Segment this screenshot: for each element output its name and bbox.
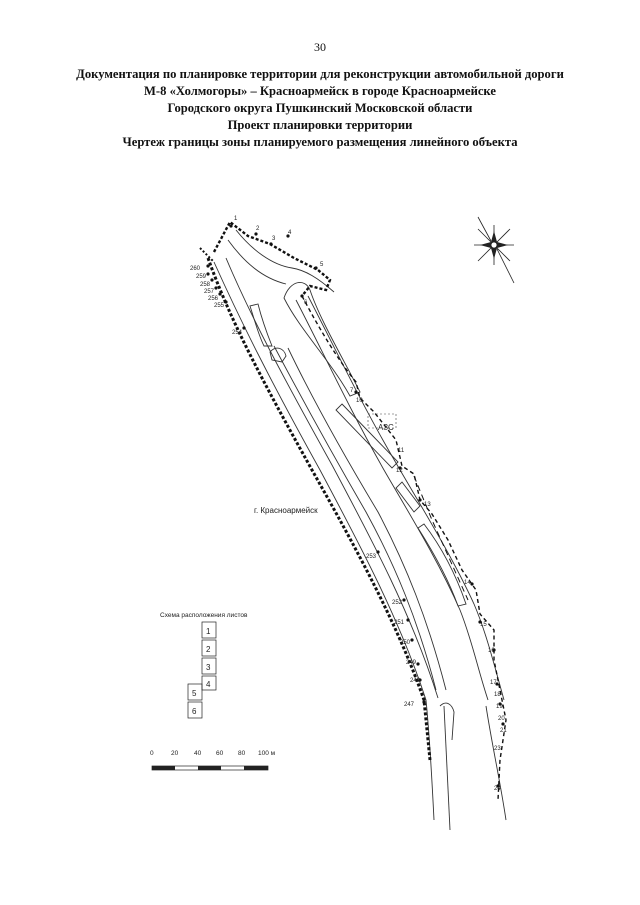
point-label: 7	[350, 388, 354, 394]
point-label: 4	[288, 230, 292, 236]
point-label: 1	[234, 216, 238, 222]
point-label: 257	[204, 289, 215, 295]
scale-tick-label: 60	[216, 750, 224, 757]
point-label: 252	[392, 600, 403, 606]
point-label: 259	[196, 274, 207, 280]
city-label: г. Красноармейск	[254, 506, 318, 515]
left-point-labels: 260 259 258 257 256 255 254 253 252 251 …	[190, 266, 421, 708]
point-label: 23	[494, 746, 501, 752]
point-label: 5	[320, 262, 324, 268]
compass-rose-icon	[474, 216, 515, 284]
scale-tick-label: 100 м	[258, 750, 276, 757]
boundary-points	[206, 224, 505, 788]
point-label: 248	[410, 678, 421, 684]
point-label: 258	[200, 282, 211, 288]
point-label: 12	[396, 468, 403, 474]
sheet-box-3	[201, 657, 217, 675]
point-label: 15	[480, 622, 487, 628]
point-label: 21	[500, 728, 507, 734]
title-line-4: Проект планировки территории	[227, 118, 413, 132]
point-label: 256	[208, 296, 219, 302]
scale-bar: 0 20 40 60 80 100 м	[150, 750, 276, 771]
point-label: 260	[190, 266, 201, 272]
sheet-box-6	[187, 701, 203, 719]
sheet-box-4	[201, 675, 217, 691]
gas-station-label: АЗС	[378, 423, 394, 432]
road-lines	[213, 229, 507, 831]
document-title: Документация по планировке территории дл…	[40, 66, 600, 151]
point-label: 250	[400, 640, 411, 646]
title-line-3: Городского округа Пушкинский Московской …	[167, 101, 473, 115]
right-point-labels: 1 2 3 4 5 6 7 10 11 12 13 14 15 16 17 18…	[234, 216, 507, 792]
sheet-box-5	[187, 683, 203, 701]
boundary-line	[199, 220, 507, 801]
point-label: 24	[494, 786, 501, 792]
point-label: 2	[256, 226, 260, 232]
point-label: 11	[398, 448, 405, 454]
point-label: 6	[304, 300, 308, 306]
title-line-1: Документация по планировке территории дл…	[76, 67, 564, 81]
gas-station-area	[367, 413, 397, 429]
scale-tick-label: 40	[194, 750, 202, 757]
scale-tick-label: 20	[171, 750, 179, 757]
point-label: 247	[404, 702, 415, 708]
point-label: 3	[272, 236, 276, 242]
point-label: 17	[490, 680, 497, 686]
point-label: 10	[356, 398, 363, 404]
point-label: 19	[496, 704, 503, 710]
sheet-scheme-title: Схема расположения листов	[160, 612, 248, 619]
sheet-number: 6	[192, 707, 197, 716]
scale-tick-label: 80	[238, 750, 246, 757]
scale-tick-label: 0	[150, 750, 154, 757]
sheet-number: 1	[206, 627, 211, 636]
sheet-box-1	[201, 621, 217, 639]
point-label: 13	[424, 502, 431, 508]
sheet-box-2	[201, 639, 217, 657]
point-label: 254	[232, 330, 243, 336]
point-label: 18	[494, 692, 501, 698]
sheet-number: 5	[192, 689, 197, 698]
sheet-number: 2	[206, 645, 211, 654]
point-label: 20	[498, 716, 505, 722]
point-label: 253	[366, 554, 377, 560]
sheet-number: 3	[206, 663, 211, 672]
point-label: 255	[214, 303, 225, 309]
sheet-scheme: Схема расположения листов 1 2 3 4 5 6	[160, 612, 248, 719]
page-number: 30	[314, 40, 326, 54]
sheet-number: 4	[206, 680, 211, 689]
point-label: 249	[406, 660, 417, 666]
title-line-5: Чертеж границы зоны планируемого размеще…	[122, 135, 518, 149]
point-label: 14	[464, 580, 471, 586]
point-label: 251	[394, 620, 405, 626]
title-line-2: М-8 «Холмогоры» – Красноармейск в городе…	[144, 84, 496, 98]
point-label: 16	[488, 648, 495, 654]
